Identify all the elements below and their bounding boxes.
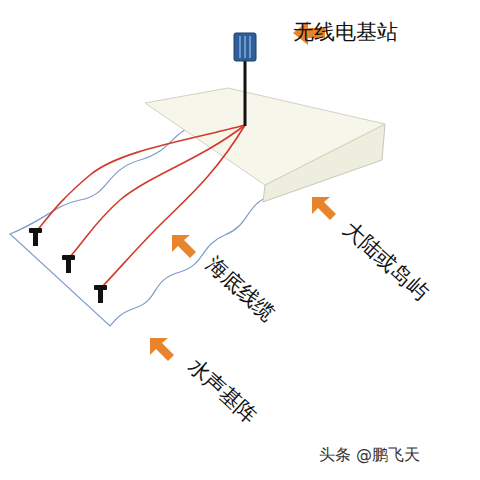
island-top [145, 88, 385, 185]
hydrophone-array [29, 228, 107, 303]
cable-label: 海底线缆 [200, 252, 279, 327]
watermark: 头条 @鹏飞天 [319, 445, 420, 464]
radio-antenna [234, 33, 256, 61]
island-label: 大陆或岛屿 [338, 217, 433, 306]
station-label: 无线电基站 [293, 20, 398, 45]
array-label: 水声基阵 [182, 354, 261, 429]
mast [244, 60, 247, 126]
antenna-ribs [240, 36, 250, 58]
pointer-arrows [150, 21, 336, 361]
